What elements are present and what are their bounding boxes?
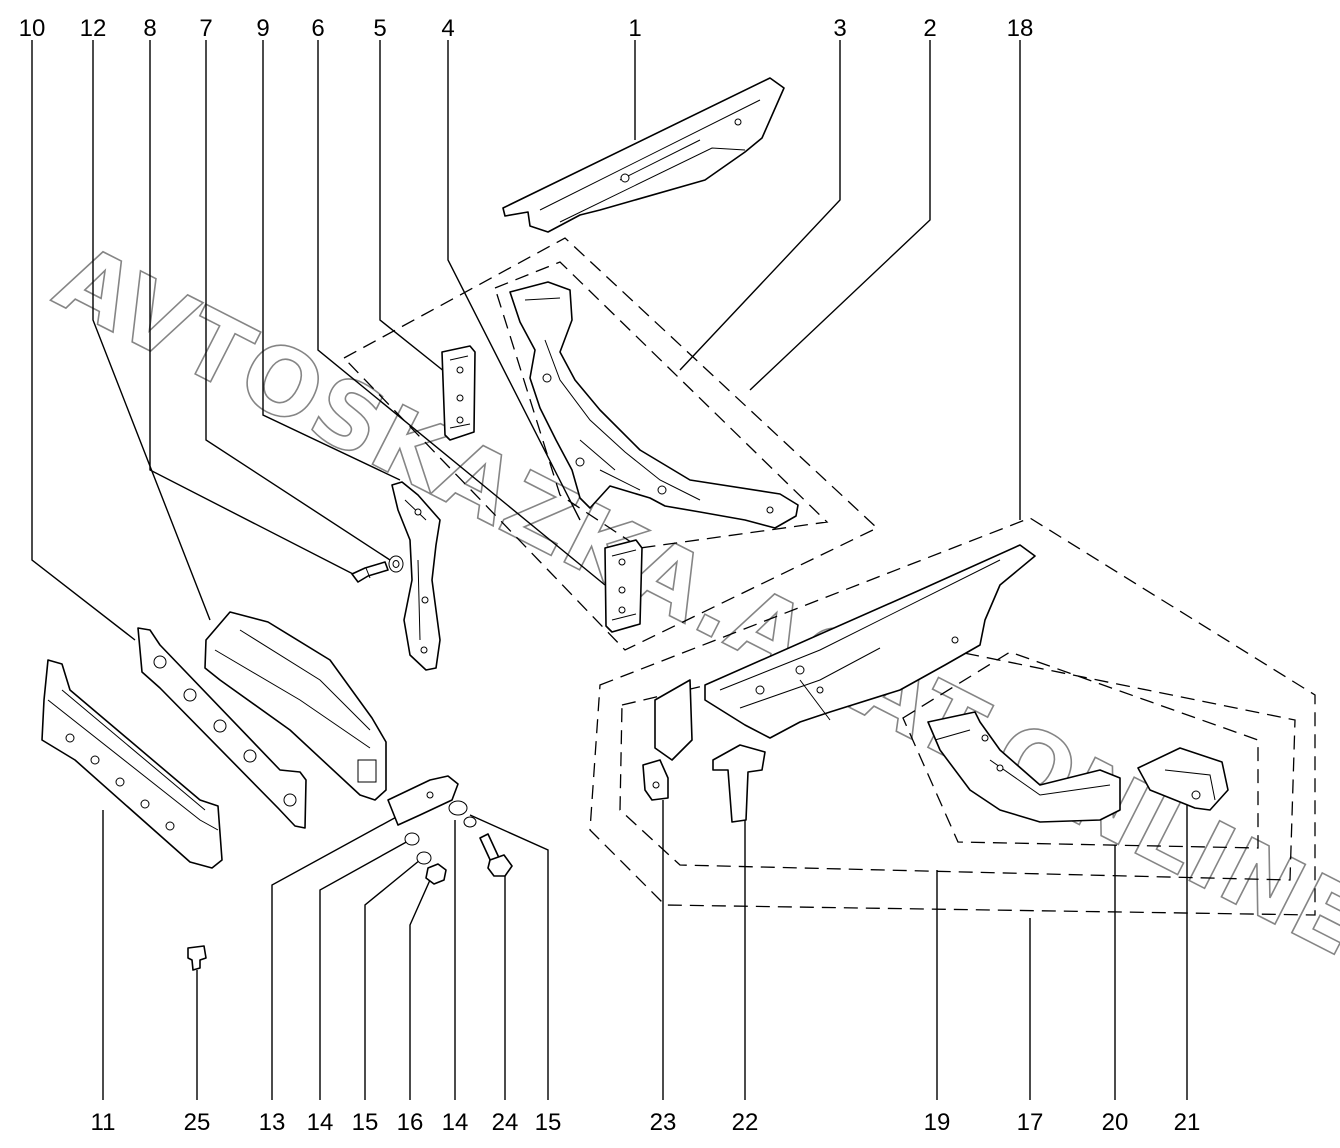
callout-top-2: 12	[80, 15, 107, 42]
callout-top-10: 3	[833, 15, 846, 42]
part-10-reinforcement	[137, 627, 307, 829]
callout-bottom-14: 20	[1102, 1109, 1129, 1136]
leader-lines	[31, 40, 1188, 1100]
callout-bottom-12: 19	[924, 1109, 951, 1136]
callout-bottom-5: 15	[352, 1109, 379, 1136]
callout-top-9: 1	[628, 15, 641, 42]
part-7-washer	[388, 555, 404, 573]
part-21-end-bracket	[1137, 747, 1229, 811]
part-15-spring-washer	[416, 816, 477, 865]
watermark-text: AVTOSKAZKA.ACAT.ONLINE	[40, 224, 1340, 978]
callout-top-3: 8	[143, 15, 156, 42]
part-13-bracket	[387, 775, 459, 826]
callout-bottom-6: 16	[397, 1109, 424, 1136]
callout-bottom-8: 24	[492, 1109, 519, 1136]
outline-group-20	[902, 651, 1259, 849]
callout-bottom-7: 14	[442, 1109, 469, 1136]
callout-bottom-2: 25	[184, 1109, 211, 1136]
top-callout-row: 10 12 8 7 9 6 5 4 1 3 2 18	[19, 15, 1034, 42]
callout-top-5: 9	[256, 15, 269, 42]
outline-group-17	[589, 517, 1316, 916]
part-8-bolt	[351, 561, 389, 583]
part-1-upper-rail	[502, 77, 785, 233]
callout-top-11: 2	[923, 15, 936, 42]
callout-bottom-11: 22	[732, 1109, 759, 1136]
part-24-bolt	[479, 833, 513, 877]
callout-bottom-1: 11	[91, 1109, 116, 1136]
callout-bottom-10: 23	[650, 1109, 677, 1136]
part-22-gusset	[712, 744, 766, 823]
callout-bottom-13: 17	[1017, 1109, 1044, 1136]
callout-top-8: 4	[441, 15, 454, 42]
callout-bottom-4: 14	[307, 1109, 334, 1136]
part-9-vertical-strut	[391, 481, 441, 671]
callout-top-6: 6	[311, 15, 324, 42]
part-11-bumper-beam	[41, 659, 223, 869]
callout-bottom-15: 21	[1174, 1109, 1201, 1136]
callout-top-1: 10	[19, 15, 46, 42]
part-23-plate	[642, 679, 693, 801]
part-12-crossmember	[204, 611, 387, 801]
group-outlines	[342, 237, 1316, 916]
part-20-extension	[927, 711, 1121, 823]
outline-group-2	[342, 237, 879, 651]
callout-top-4: 7	[199, 15, 212, 42]
outline-group-3	[494, 261, 829, 549]
part-18-side-member	[704, 544, 1036, 739]
callout-bottom-9: 15	[535, 1109, 562, 1136]
callout-top-7: 5	[373, 15, 386, 42]
part-5-bracket	[441, 345, 476, 441]
callout-bottom-3: 13	[259, 1109, 286, 1136]
bottom-callout-row: 11 25 13 14 15 16 14 24 15 23 22 19 17 2…	[91, 1109, 1201, 1136]
part-6-bracket	[604, 539, 643, 633]
part-14-washer	[404, 800, 468, 846]
part-25-clip	[187, 945, 207, 971]
part-16-nut	[425, 863, 447, 885]
outline-group-19	[619, 639, 1296, 881]
callout-top-12: 18	[1007, 15, 1034, 42]
part-4-subframe-member	[509, 281, 799, 529]
